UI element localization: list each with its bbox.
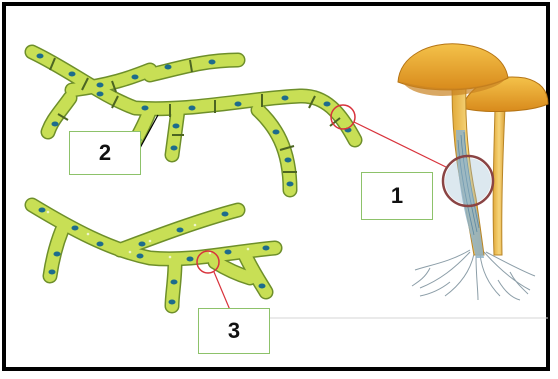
callout-1-connector (354, 122, 448, 168)
hypha-branch (258, 110, 290, 190)
label-box-2: 2 (69, 131, 141, 175)
label-box-3: 3 (198, 308, 270, 354)
front-mushroom-cap (398, 44, 508, 90)
label-box-1: 1 (361, 172, 433, 220)
callout-3-connector (214, 272, 230, 310)
label-1-text: 1 (391, 183, 403, 209)
mycelium-roots (412, 250, 535, 300)
label-3-text: 3 (228, 318, 240, 344)
back-mushroom-stalk (493, 108, 505, 255)
aseptate-hypha (32, 205, 275, 306)
label-2-text: 2 (99, 140, 111, 166)
